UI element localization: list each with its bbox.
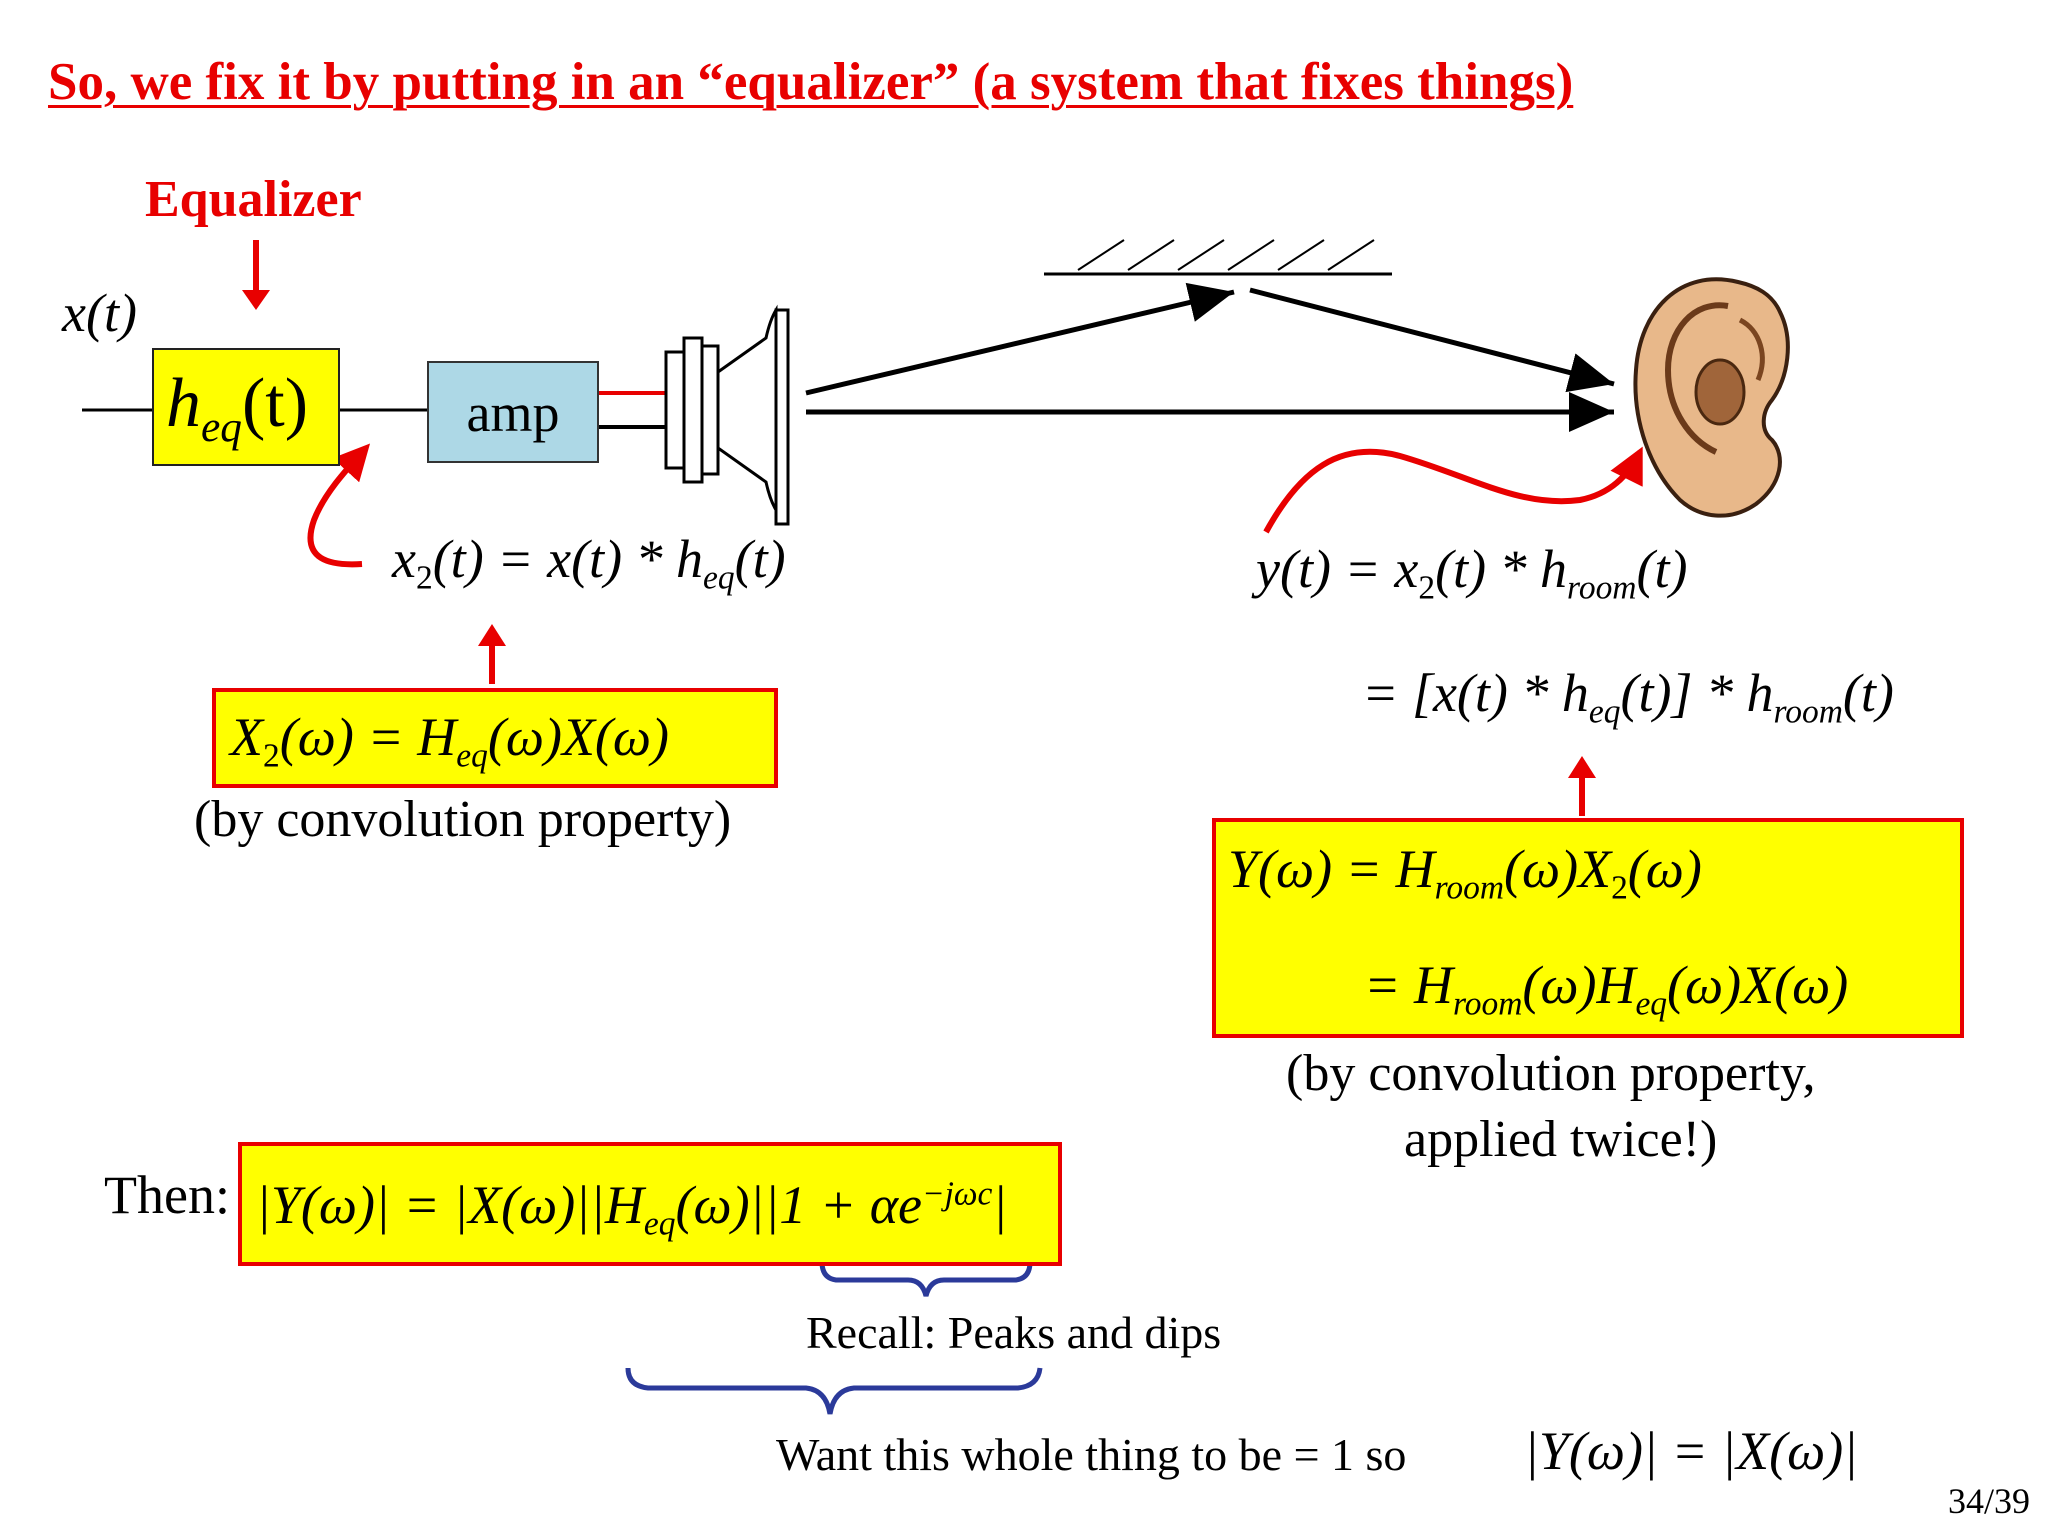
amplifier-block: amp [427, 361, 599, 463]
reflecting-wall [1044, 239, 1392, 276]
equalizer-block: heq(t) [152, 348, 340, 466]
right-convolution-note-line1: (by convolution property, [1286, 1045, 1816, 1102]
heq-tail: (t) [241, 365, 309, 442]
input-signal-label: x(t) [62, 283, 137, 343]
slide-title: So, we fix it by putting in an “equalize… [48, 53, 1574, 111]
want-brace [625, 1367, 1043, 1415]
x2-frequency-equation: X2(ω) = Heq(ω)X(ω) [230, 707, 670, 775]
equalizer-arrow [242, 240, 270, 310]
want-note: Want this whole thing to be = 1 so [776, 1429, 1407, 1480]
recall-brace [819, 1261, 1033, 1297]
right-up-arrow [1568, 756, 1596, 816]
want-equation: |Y(ω)| = |X(ω)| [1524, 1421, 1859, 1481]
y-frequency-equation-line2: = Hroom(ω)Heq(ω)X(ω) [1364, 955, 1849, 1023]
x2-frequency-box: X2(ω) = Heq(ω)X(ω) [212, 688, 778, 788]
y-frequency-equation-line1: Y(ω) = Hroom(ω)X2(ω) [1228, 839, 1702, 907]
y-time-equation-line1: y(t) = x2(t) * hroom(t) [1256, 539, 1688, 607]
x2-time-equation: x2(t) = x(t) * heq(t) [392, 529, 786, 597]
reflected-path-in [805, 282, 1235, 396]
magnitude-box: |Y(ω)| = |X(ω)||Heq(ω)||1 + αe−jωc| [238, 1142, 1062, 1266]
left-convolution-note: (by convolution property) [194, 791, 732, 848]
loudspeaker-icon [664, 304, 790, 526]
magnitude-equation: |Y(ω)| = |X(ω)||Heq(ω)||1 + αe−jωc| [256, 1175, 1008, 1243]
x2-pointer-arrow [307, 443, 371, 568]
then-label: Then: [104, 1165, 230, 1225]
ear-pointer-arrow [1263, 446, 1643, 534]
left-up-arrow [478, 624, 506, 684]
ear-icon [1633, 277, 1790, 518]
right-convolution-note-line2: applied twice!) [1404, 1111, 1718, 1168]
reflected-path-out [1249, 287, 1615, 393]
heq-sub: eq [201, 403, 242, 452]
recall-note: Recall: Peaks and dips [806, 1307, 1222, 1358]
heq-main: h [166, 365, 201, 442]
page-number: 34/39 [1947, 1481, 2030, 1521]
y-time-equation-line2: = [x(t) * heq(t)] * hroom(t) [1362, 663, 1894, 731]
y-frequency-box: Y(ω) = Hroom(ω)X2(ω) = Hroom(ω)Heq(ω)X(ω… [1212, 818, 1964, 1038]
equalizer-label: Equalizer [145, 171, 362, 228]
